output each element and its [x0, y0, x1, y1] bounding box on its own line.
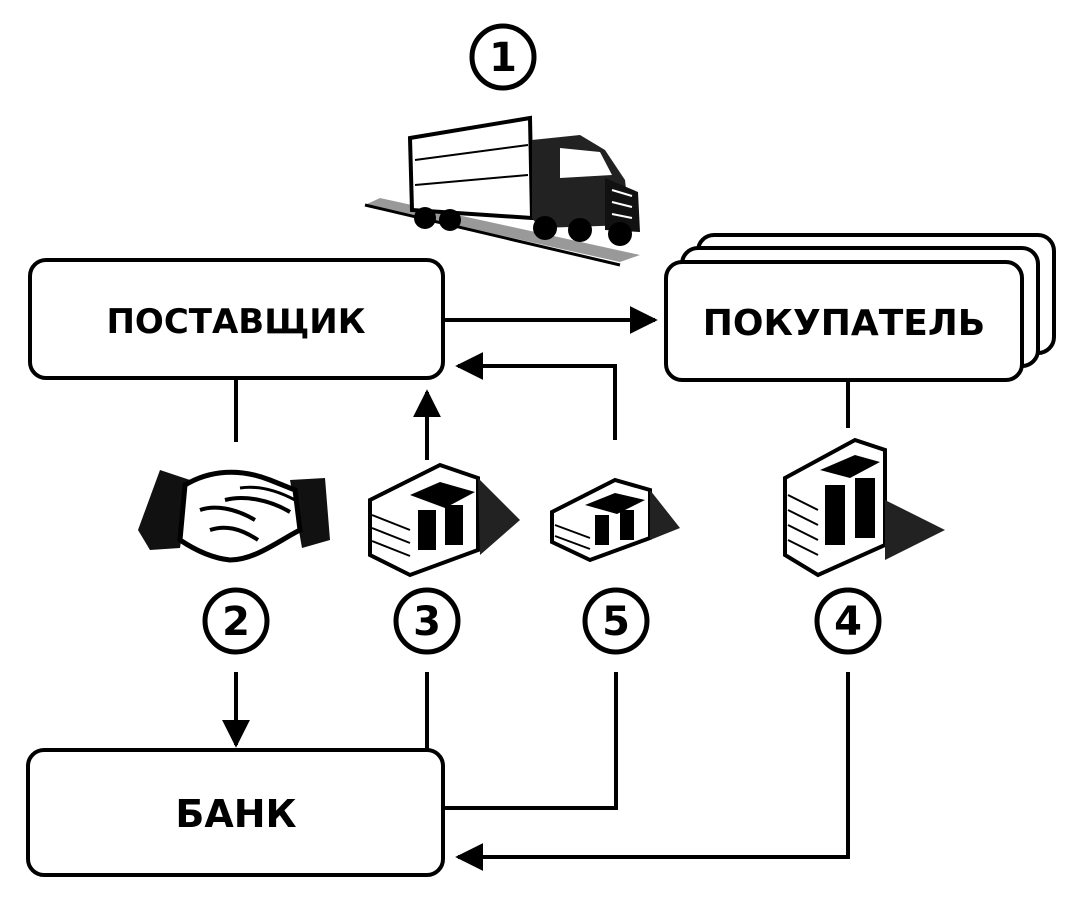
money-stack-icon-step-4	[783, 437, 945, 578]
step-1-number: 1	[489, 35, 517, 81]
supplier-label: ПОСТАВЩИК	[106, 302, 365, 342]
buyer-label: ПОКУПАТЕЛЬ	[703, 303, 985, 344]
step-2-badge: 2	[202, 587, 270, 655]
step-4-number: 4	[834, 599, 862, 645]
step-3-number: 3	[413, 599, 441, 645]
step-5-return-arrow	[455, 352, 617, 440]
buyer-box: ПОКУПАТЕЛЬ	[664, 233, 1056, 382]
bank-box: БАНК	[26, 748, 445, 877]
money-stack-icon-step-5	[550, 477, 680, 563]
step-2-number: 2	[222, 599, 250, 645]
step-3-badge: 3	[393, 587, 461, 655]
bank-label: БАНК	[175, 792, 296, 836]
step-4-to-bank-arrow	[455, 672, 850, 871]
step-4-badge: 4	[814, 587, 882, 655]
handshake-icon	[138, 469, 330, 563]
step-1-badge: 1	[469, 23, 537, 91]
supplier-box: ПОСТАВЩИК	[28, 258, 445, 380]
step-5-bank-line	[443, 672, 618, 810]
step-5-badge: 5	[582, 587, 650, 655]
truck-icon	[364, 115, 640, 267]
money-stack-icon-step-3	[368, 462, 520, 578]
step-5-number: 5	[602, 599, 630, 645]
